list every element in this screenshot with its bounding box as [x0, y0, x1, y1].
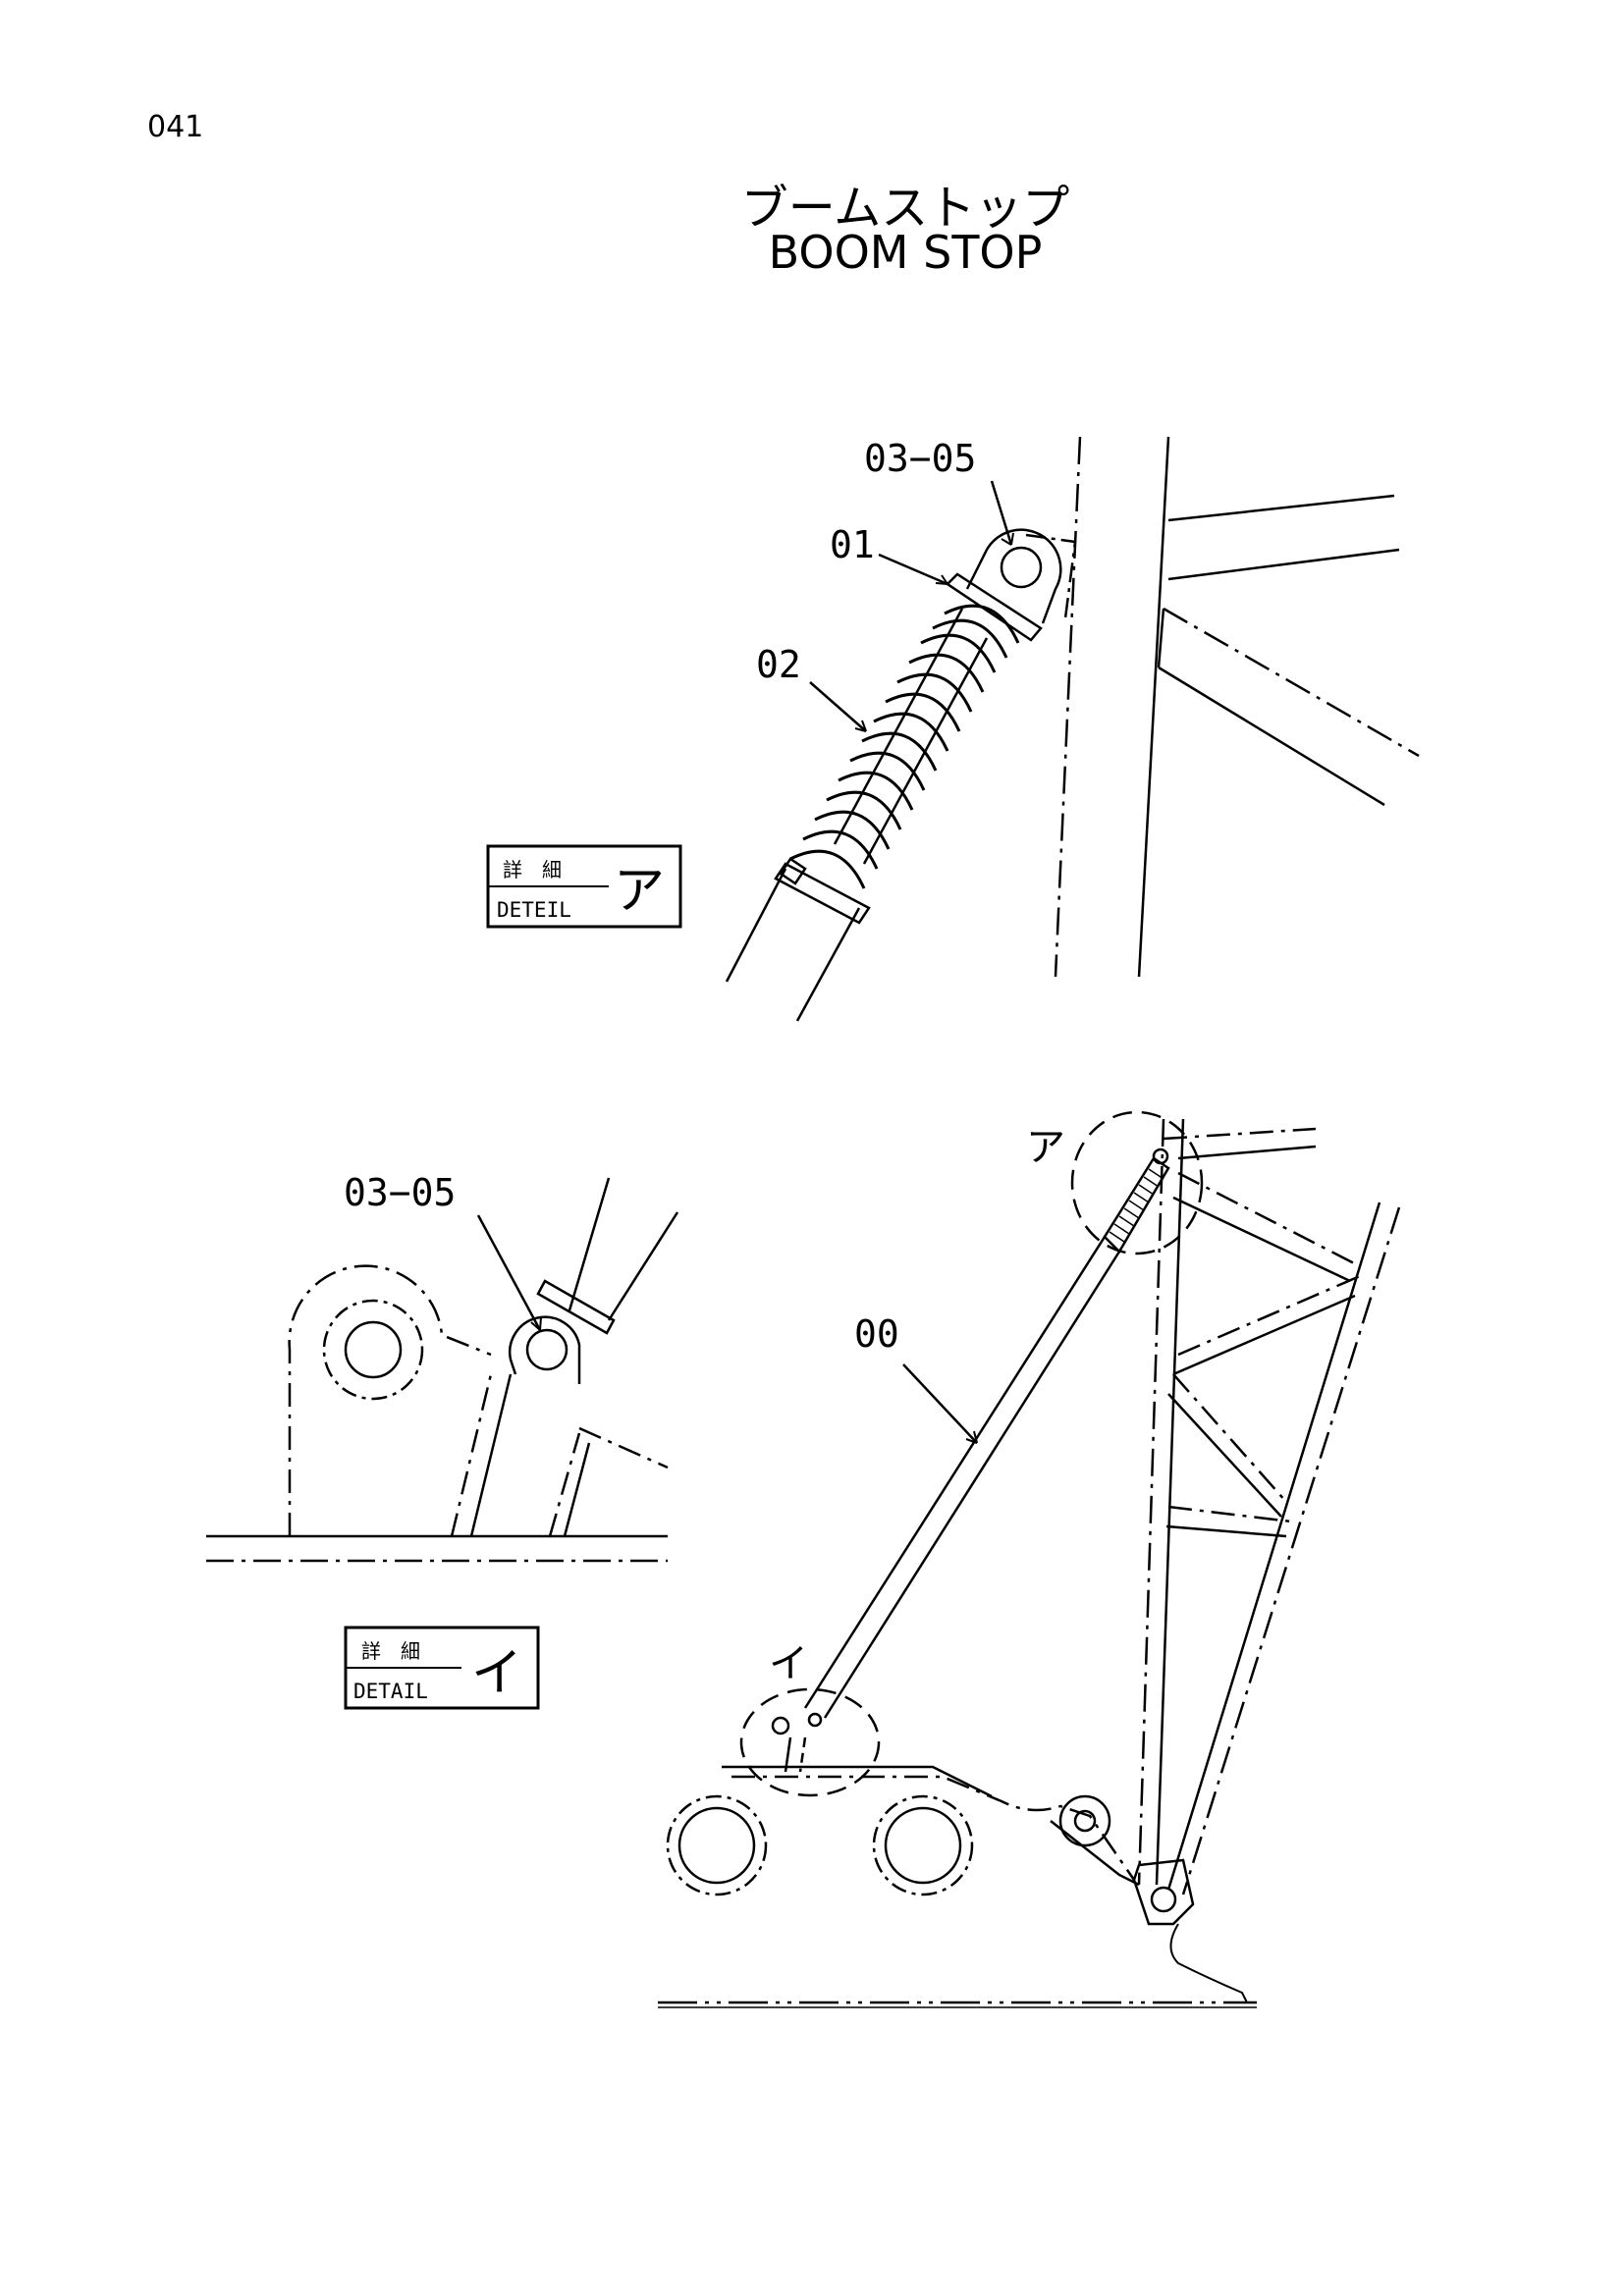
main-view [658, 1110, 1401, 2008]
page-number: 041 [147, 110, 204, 144]
label-detail-a-pin: 03−05 [864, 437, 976, 480]
detail-a-view [725, 436, 1420, 1022]
detail-box-b-mark: イ [471, 1644, 522, 1703]
title-japanese: ブームストップ [740, 181, 1070, 236]
detail-box-b-jp: 詳 細 [361, 1639, 420, 1663]
callout-a-mark: ア [1026, 1125, 1065, 1170]
title-english: BOOM STOP [768, 226, 1043, 279]
label-part-00: 00 [854, 1312, 899, 1356]
detail-box-b: 詳 細 DETAIL イ [344, 1626, 540, 1710]
detail-box-b-en: DETAIL [353, 1680, 428, 1703]
detail-box-a-en: DETEIL [497, 898, 571, 922]
detail-box-a: 詳 細 DETEIL ア [486, 844, 682, 929]
callout-b-mark: イ [769, 1641, 808, 1686]
label-detail-b-pin: 03−05 [344, 1171, 456, 1214]
label-part-01: 01 [830, 523, 875, 566]
detail-b-view [206, 1177, 679, 1563]
label-part-02: 02 [756, 643, 801, 686]
detail-box-a-mark: ア [614, 862, 665, 921]
spring-coils [789, 604, 1020, 889]
detail-box-a-jp: 詳 細 [503, 858, 562, 881]
